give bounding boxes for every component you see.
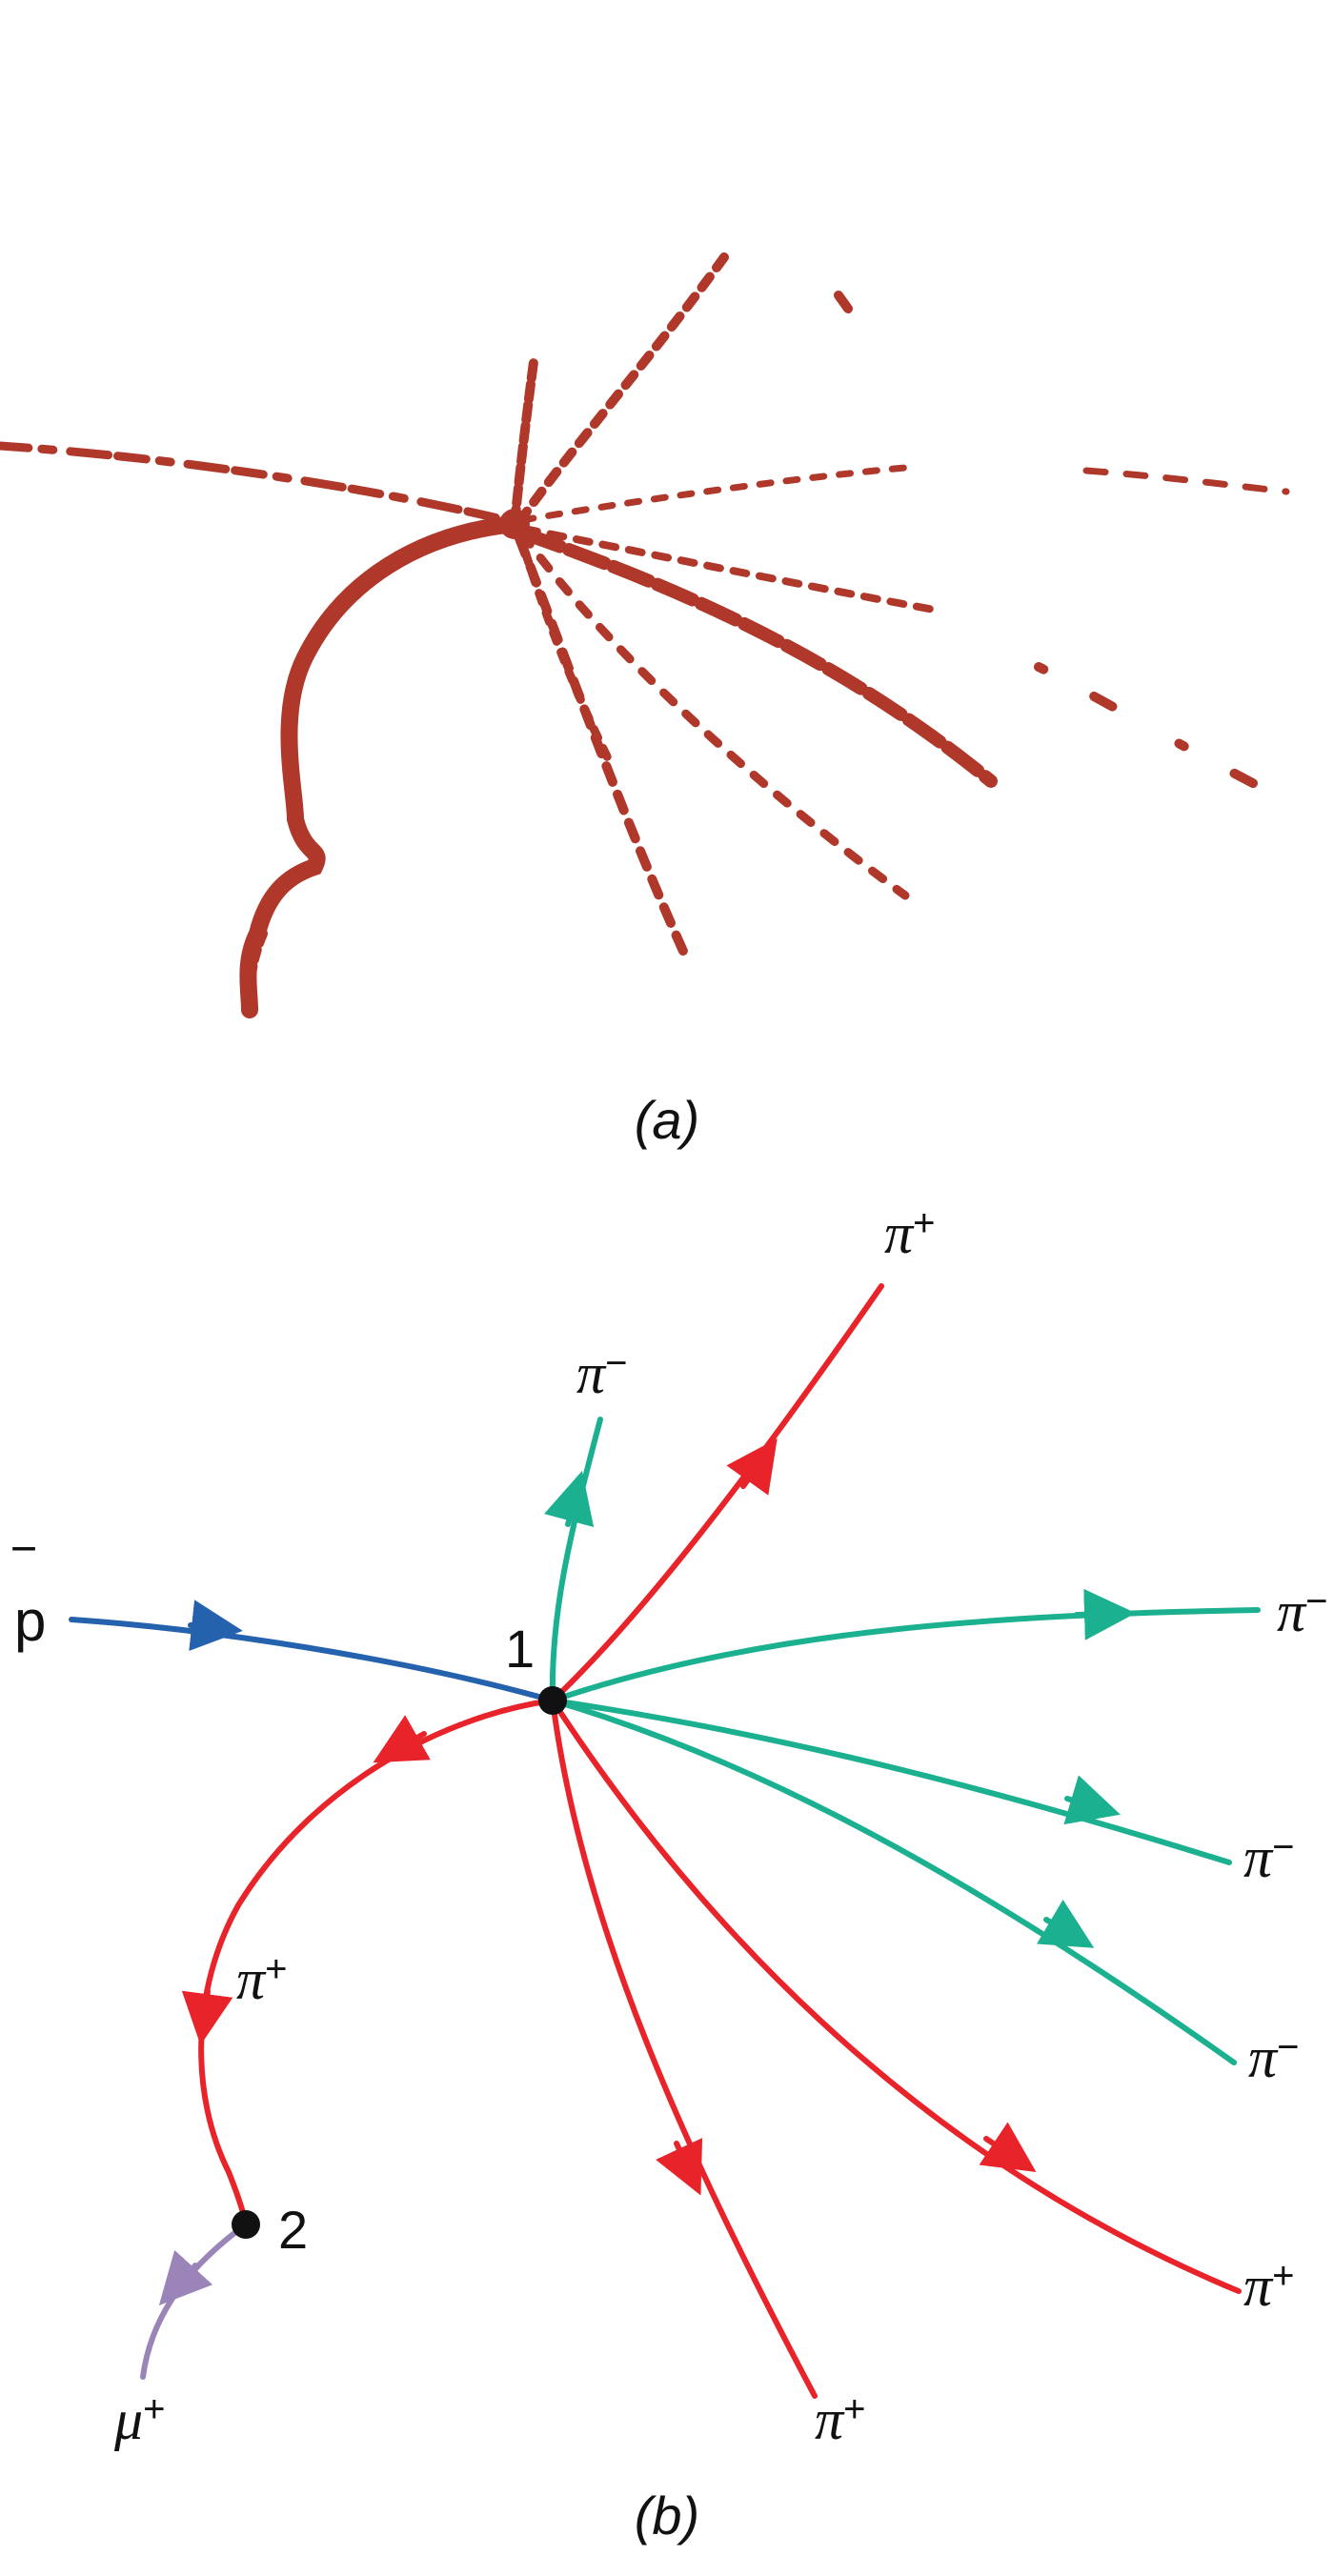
vertex-1-label: 1: [505, 1619, 535, 1679]
pi-minus-right2-label: π−: [1243, 1826, 1294, 1889]
pi-plus-right-label: π+: [1243, 2255, 1294, 2318]
photo-track-down1: [517, 529, 910, 900]
pi-minus-up-label: π−: [576, 1342, 627, 1405]
track-diagram: [69, 1283, 1261, 2399]
pi-minus-up-arrow: [543, 1470, 595, 1528]
pi-plus-left-arrow2: [181, 1988, 233, 2045]
antiproton-track: [69, 1617, 556, 1703]
pi-minus-right3-label: π−: [1248, 2026, 1299, 2089]
pi-minus-right1-arrow: [1074, 1588, 1136, 1640]
pi-plus-up-arrow: [726, 1439, 778, 1496]
photo-track-curl-tail: [243, 928, 268, 1016]
mu-plus-label: μ+: [113, 2388, 165, 2451]
pi-minus-right1-track: [550, 1607, 1261, 1703]
pi-plus-right-arrow: [979, 2122, 1037, 2172]
antiproton-arrow: [188, 1600, 243, 1651]
pi-plus-bottom-track: [550, 1698, 818, 2399]
antiproton-bar: ‾: [12, 1541, 35, 1605]
bubble-chamber-photo: [0, 252, 1291, 1018]
panel-a-label: (a): [635, 1090, 699, 1150]
photo-track-up1: [510, 357, 538, 529]
photo-track-right5: [1034, 662, 1291, 805]
pi-minus-right3-arrow: [1037, 1900, 1095, 1948]
vertex-2-dot: [232, 2210, 260, 2239]
photo-track-beam: [0, 441, 519, 527]
mu-plus-track: [140, 2222, 249, 2380]
photo-track-right1: [518, 463, 919, 524]
pi-minus-right2-arrow: [1063, 1775, 1121, 1825]
pi-plus-up-label: π+: [884, 1202, 935, 1265]
pi-minus-right1-label: π−: [1277, 1580, 1327, 1643]
photo-track-up2: [515, 252, 729, 527]
vertex-2-label: 2: [278, 2200, 308, 2260]
pi-minus-up-track: [549, 1417, 603, 1703]
photo-track-down3: [515, 529, 615, 767]
photo-track-curl: [239, 515, 523, 1018]
antiproton-symbol: p: [14, 1589, 46, 1653]
pi-minus-right2-track: [550, 1698, 1232, 1865]
photo-track-right4: [517, 527, 998, 788]
pi-plus-right-track: [550, 1698, 1242, 2294]
mu-plus-arrow: [158, 2249, 213, 2305]
photo-track-right2: [1082, 467, 1290, 495]
vertex-1-dot: [538, 1686, 567, 1715]
pi-plus-left-label: π+: [236, 1948, 287, 2011]
panel-b-label: (b): [635, 2485, 699, 2546]
pi-plus-bottom-arrow: [656, 2138, 703, 2196]
antiproton-label: p ‾: [12, 1541, 46, 1653]
pi-plus-up-track: [550, 1283, 884, 1703]
pi-minus-right3-track: [550, 1698, 1237, 2065]
photo-track-right3: [520, 525, 938, 614]
pi-plus-left-arrow1: [373, 1715, 431, 1763]
pi-plus-bottom-label: π+: [815, 2388, 865, 2451]
photo-track-up3: [834, 291, 853, 313]
